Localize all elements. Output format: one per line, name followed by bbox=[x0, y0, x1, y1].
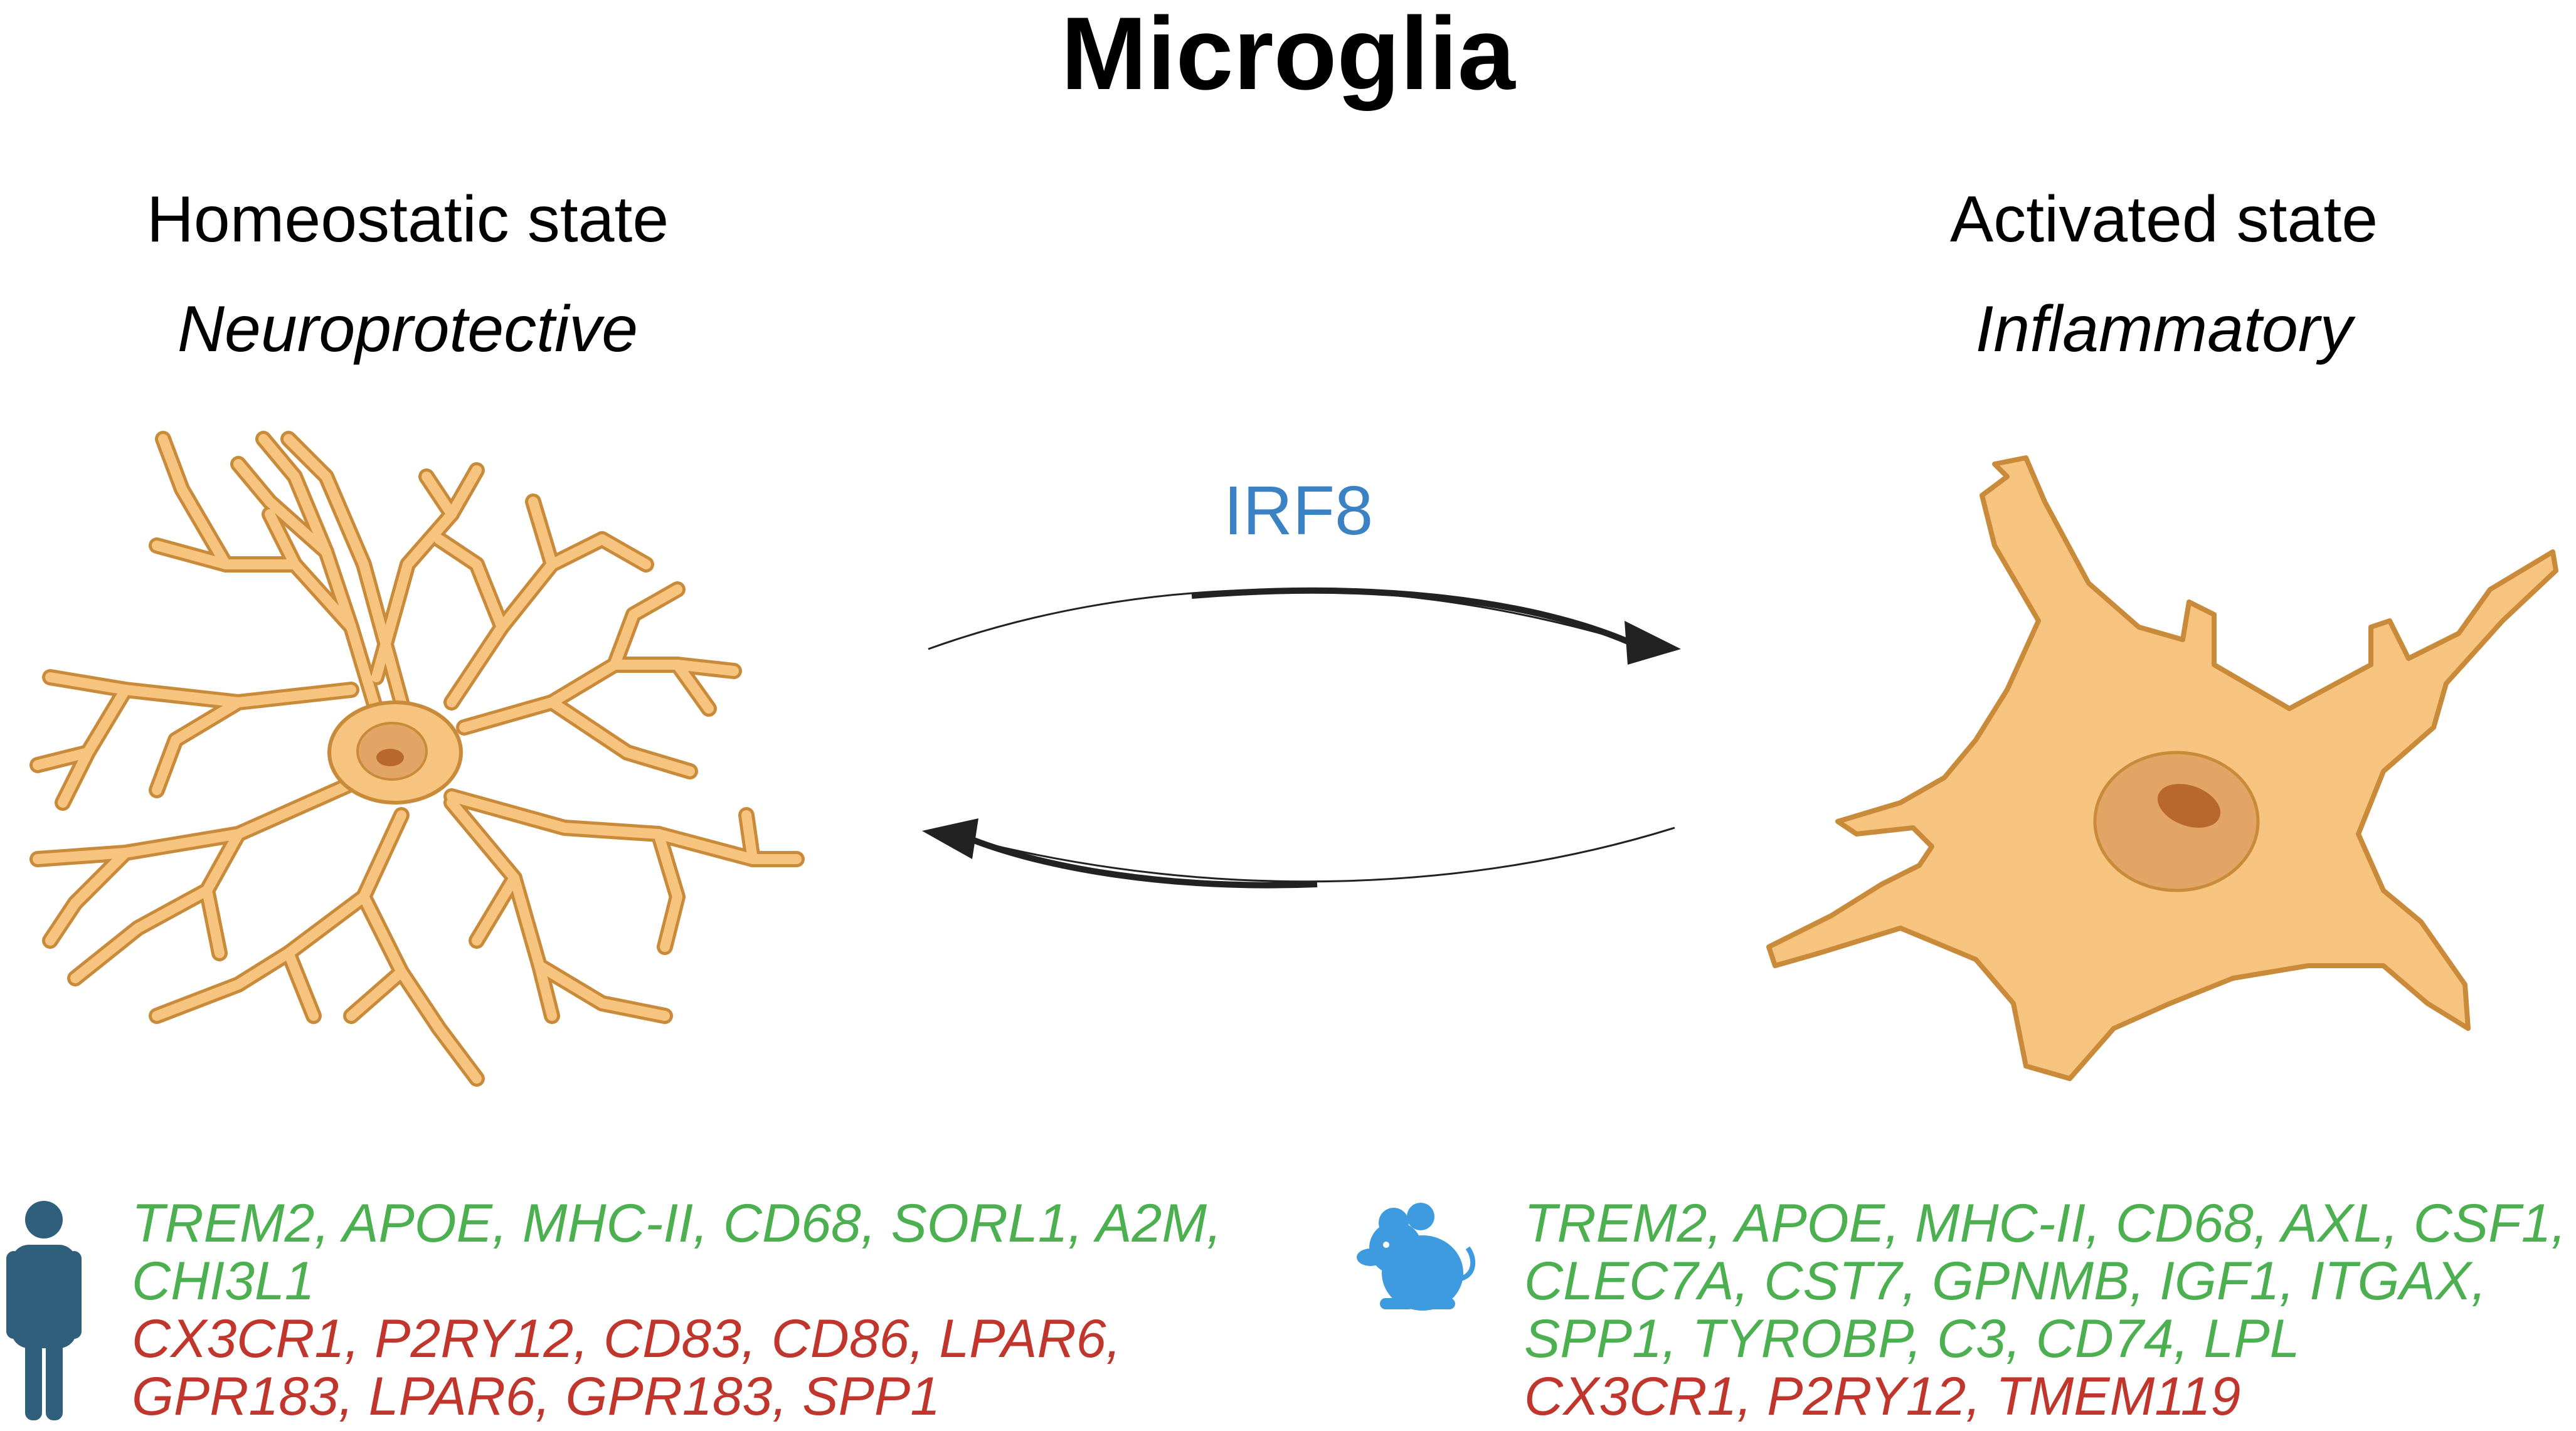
human-upregulated-line-1: TREM2, APOE, MHC-II, CD68, SORL1, A2M, bbox=[132, 1193, 1222, 1254]
mouse-downregulated-line-1: CX3CR1, P2RY12, TMEM119 bbox=[1524, 1366, 2241, 1427]
activated-microglia-cell bbox=[1766, 455, 2558, 1081]
homeostatic-state-description: Neuroprotective bbox=[177, 293, 639, 366]
human-upregulated-line-2: CHI3L1 bbox=[132, 1251, 315, 1311]
mouse-upregulated-line-2: CLEC7A, CST7, GPNMB, IGF1, ITGAX, bbox=[1524, 1251, 2487, 1311]
human-downregulated-line-2: GPR183, LPAR6, GPR183, SPP1 bbox=[132, 1366, 941, 1427]
mouse-upregulated-line-3: SPP1, TYROBP, C3, CD74, LPL bbox=[1524, 1309, 2300, 1369]
homeostatic-microglia-cell bbox=[29, 431, 805, 1087]
activated-state-description: Inflammatory bbox=[1975, 293, 2353, 366]
reverse-arrow bbox=[922, 818, 1675, 889]
diagram-title: Microglia bbox=[1061, 0, 1515, 111]
human-icon bbox=[6, 1201, 82, 1420]
human-gene-list: TREM2, APOE, MHC-II, CD68, SORL1, A2M, C… bbox=[132, 1195, 1222, 1425]
forward-arrow bbox=[928, 587, 1681, 665]
mouse-gene-list: TREM2, APOE, MHC-II, CD68, AXL, CSF1, CL… bbox=[1524, 1195, 2566, 1425]
irf8-transition-label: IRF8 bbox=[1223, 472, 1374, 549]
mouse-icon bbox=[1357, 1203, 1476, 1311]
homeostatic-state-label: Homeostatic state bbox=[146, 183, 669, 256]
mouse-upregulated-line-1: TREM2, APOE, MHC-II, CD68, AXL, CSF1, bbox=[1524, 1193, 2567, 1254]
human-downregulated-line-1: CX3CR1, P2RY12, CD83, CD86, LPAR6, bbox=[132, 1309, 1121, 1369]
activated-state-label: Activated state bbox=[1949, 183, 2378, 256]
